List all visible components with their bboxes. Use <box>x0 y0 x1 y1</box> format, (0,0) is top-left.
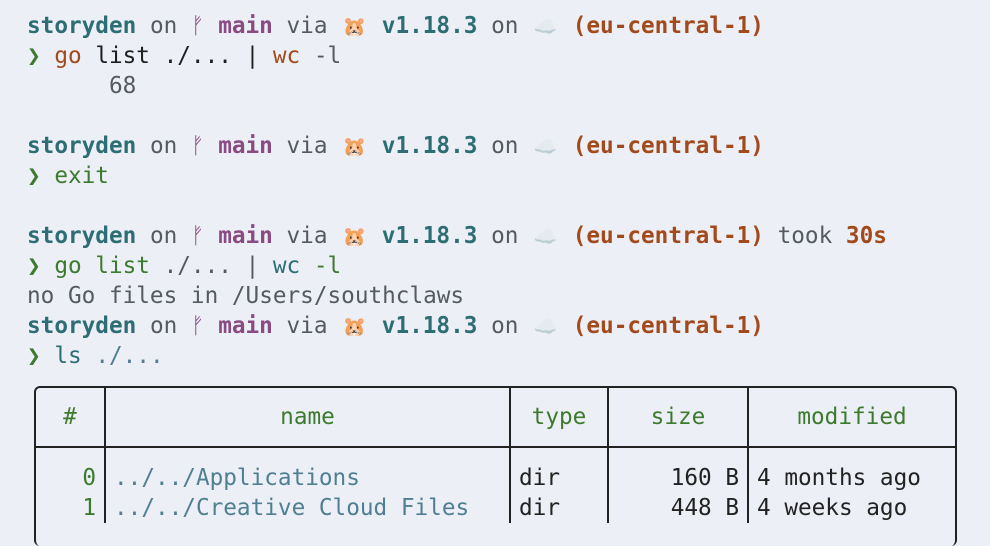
row-size: 448 B <box>608 493 749 523</box>
terminal-text: (eu-central-1) <box>559 133 764 159</box>
terminal-line: 68 <box>27 71 887 101</box>
table-row: 0 ../../Applications dir 160 B 4 months … <box>36 447 955 493</box>
terminal-line: ❯ exit <box>27 161 887 191</box>
terminal-text: ❯ <box>27 343 55 369</box>
terminal-text: wc <box>272 43 301 69</box>
cloud-icon: ☁️ <box>533 316 558 338</box>
terminal-text: -l <box>300 43 342 69</box>
terminal-line <box>27 101 887 131</box>
terminal-text: main <box>204 133 273 159</box>
row-type: dir <box>510 493 609 523</box>
row-index: 0 <box>36 447 106 493</box>
terminal-text: via <box>272 223 342 249</box>
terminal-text: no Go files in /Users/southclaws <box>27 283 465 309</box>
terminal-text: exit <box>54 163 109 189</box>
terminal-text: list ./... | <box>81 43 273 69</box>
terminal-text: via <box>272 313 342 339</box>
row-size: 160 B <box>608 447 749 493</box>
terminal-text: storyden <box>27 313 137 339</box>
cloud-icon: ☁️ <box>533 16 558 38</box>
terminal-text: on <box>477 313 533 339</box>
terminal-text: main <box>204 13 273 39</box>
terminal-line <box>27 191 887 221</box>
terminal-text: via <box>272 13 342 39</box>
hamster-icon: 🐹 <box>342 136 367 158</box>
terminal-line: storyden on ᚠ main via 🐹 v1.18.3 on ☁️ (… <box>27 11 887 41</box>
terminal-text: storyden <box>27 13 137 39</box>
header-type: type <box>510 388 609 448</box>
hamster-icon: 🐹 <box>342 226 367 248</box>
terminal-text: ./... <box>81 343 164 369</box>
terminal-text: (eu-central-1) <box>559 223 764 249</box>
git-branch-icon: ᚠ <box>190 313 205 339</box>
terminal-text: ./... | <box>149 253 273 279</box>
terminal-text: on <box>477 13 533 39</box>
row-modified: 4 months ago <box>757 465 921 491</box>
terminal-text: ls <box>54 343 82 369</box>
header-size: size <box>608 388 749 448</box>
terminal-output: storyden on ᚠ main via 🐹 v1.18.3 on ☁️ (… <box>27 11 887 371</box>
cloud-icon: ☁️ <box>533 136 558 158</box>
terminal-text: on <box>136 133 191 159</box>
terminal-text: (eu-central-1) <box>559 313 764 339</box>
terminal-text: via <box>272 133 342 159</box>
terminal-text: v1.18.3 <box>368 223 478 249</box>
terminal-text: v1.18.3 <box>368 13 478 39</box>
row-name: ../../Applications <box>105 447 511 493</box>
terminal-text: go list <box>54 253 150 279</box>
terminal-line: ❯ go list ./... | wc -l <box>27 41 887 71</box>
git-branch-icon: ᚠ <box>190 223 205 249</box>
terminal-text: took <box>763 223 846 249</box>
table-header-row: # name type size modified <box>36 388 955 448</box>
terminal-text: main <box>204 223 273 249</box>
terminal-text: main <box>204 313 273 339</box>
header-modified: modified <box>748 388 955 448</box>
git-branch-icon: ᚠ <box>190 13 205 39</box>
terminal-line: ❯ ls ./... <box>27 341 887 371</box>
terminal-line: storyden on ᚠ main via 🐹 v1.18.3 on ☁️ (… <box>27 221 887 251</box>
hamster-icon: 🐹 <box>342 316 367 338</box>
terminal-text: storyden <box>27 133 137 159</box>
row-type: dir <box>510 447 609 493</box>
terminal-text: (eu-central-1) <box>559 13 764 39</box>
terminal-text: ❯ <box>27 253 55 279</box>
terminal-text: ❯ <box>27 43 55 69</box>
terminal-line: storyden on ᚠ main via 🐹 v1.18.3 on ☁️ (… <box>27 311 887 341</box>
terminal-text: wc <box>272 253 301 279</box>
terminal-text: storyden <box>27 223 137 249</box>
terminal-text: go <box>54 43 82 69</box>
row-name: ../../Creative Cloud Files <box>105 493 511 523</box>
hamster-icon: 🐹 <box>342 16 367 38</box>
terminal-line: storyden on ᚠ main via 🐹 v1.18.3 on ☁️ (… <box>27 131 887 161</box>
terminal-text: ❯ <box>27 163 55 189</box>
terminal-text: on <box>136 313 191 339</box>
terminal-text: on <box>136 13 191 39</box>
terminal-line: ❯ go list ./... | wc -l <box>27 251 887 281</box>
terminal-text: on <box>477 223 533 249</box>
git-branch-icon: ᚠ <box>190 133 205 159</box>
terminal-text: 30s <box>845 223 887 249</box>
terminal-text: v1.18.3 <box>368 313 478 339</box>
terminal-text: v1.18.3 <box>368 133 478 159</box>
table-row: 1 ../../Creative Cloud Files dir 448 B 4… <box>36 493 955 523</box>
row-modified: 4 weeks ago <box>757 495 908 521</box>
terminal-text: on <box>477 133 533 159</box>
terminal-text: 68 <box>27 73 137 99</box>
terminal-line: no Go files in /Users/southclaws <box>27 281 887 311</box>
header-name: name <box>105 388 511 448</box>
terminal-text: on <box>136 223 191 249</box>
cloud-icon: ☁️ <box>533 226 558 248</box>
row-index: 1 <box>36 493 106 523</box>
ls-output-table: # name type size modified 0 ../../Applic… <box>34 386 957 546</box>
header-index: # <box>36 388 106 448</box>
terminal-text: -l <box>300 253 342 279</box>
